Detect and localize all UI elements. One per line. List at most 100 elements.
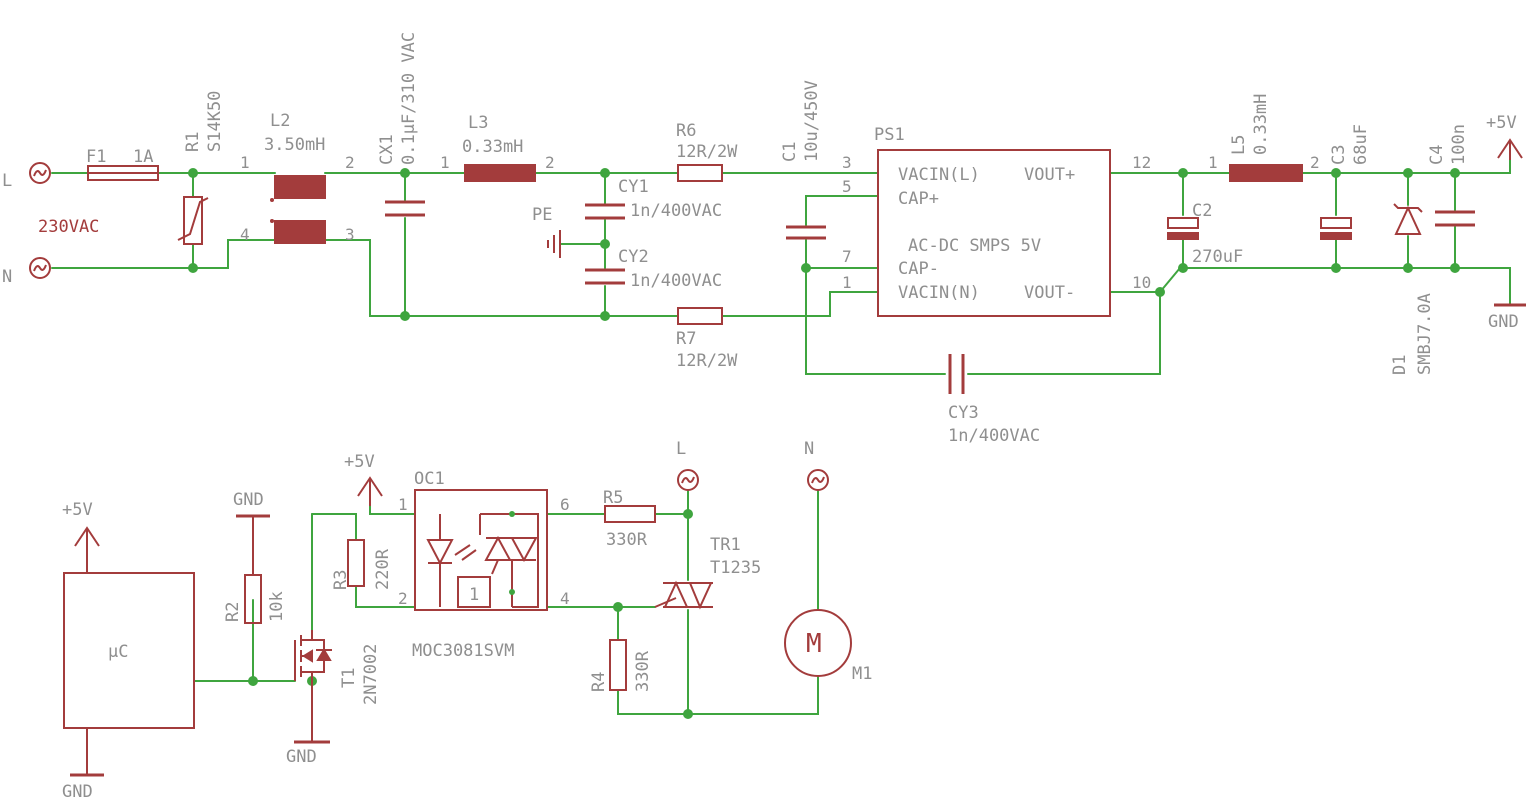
svg-text:1n/400VAC: 1n/400VAC (630, 271, 722, 291)
ac-output-l-connector: L (676, 439, 699, 491)
svg-text:12: 12 (1132, 153, 1151, 172)
tvs-diode-d1: D1 SMBJ7.0A (1390, 203, 1435, 375)
svg-text:TR1: TR1 (710, 535, 741, 555)
ac-input-n-connector: N (2, 257, 51, 287)
svg-text:L: L (676, 439, 686, 459)
svg-text:T1235: T1235 (710, 558, 761, 578)
svg-text:+5V: +5V (62, 500, 93, 520)
svg-text:1: 1 (469, 585, 479, 605)
supply-5v-oc: +5V (344, 452, 383, 506)
svg-text:D1: D1 (1390, 355, 1410, 375)
control-wires (194, 489, 819, 715)
fuse-f1: F1 1A (86, 147, 159, 181)
smps-module-ps1: PS1 VACIN(L) VOUT+ CAP+ AC-DC SMPS 5V CA… (842, 125, 1151, 317)
resistor-r3: R3 220R (331, 539, 393, 590)
svg-text:R6: R6 (676, 121, 696, 141)
svg-text:4: 4 (560, 589, 570, 608)
svg-text:L3: L3 (468, 113, 488, 133)
svg-text:1A: 1A (133, 147, 153, 167)
capacitor-cx1: CX1 0.1µF/310 VAC (377, 32, 425, 217)
svg-text:CX1: CX1 (377, 134, 397, 165)
svg-text:R1: R1 (183, 132, 203, 152)
svg-text:R3: R3 (331, 570, 351, 590)
svg-text:GND: GND (233, 490, 264, 510)
svg-text:R2: R2 (223, 602, 243, 622)
svg-text:R7: R7 (676, 329, 696, 349)
svg-text:3: 3 (345, 225, 355, 244)
svg-text:VOUT-: VOUT- (1024, 283, 1075, 303)
input-voltage-label: 230VAC (38, 217, 99, 237)
capacitor-c2: C2 270uF (1167, 201, 1243, 267)
ground-top: GND (1488, 303, 1526, 332)
svg-text:C2: C2 (1192, 201, 1212, 221)
supply-5v-top: +5V (1486, 113, 1523, 160)
power-supply-wires (51, 149, 1511, 375)
capacitor-c4: C4 100n (1427, 124, 1475, 227)
svg-text:CY1: CY1 (618, 177, 649, 197)
resistor-r2: R2 10k (223, 516, 287, 624)
svg-text:10u/450V: 10u/450V (802, 80, 822, 162)
svg-text:2N7002: 2N7002 (361, 644, 381, 705)
svg-text:CAP-: CAP- (898, 259, 939, 279)
svg-text:R4: R4 (589, 672, 609, 692)
svg-text:R5: R5 (603, 488, 623, 508)
capacitor-cy1: CY1 1n/400VAC (585, 177, 722, 221)
svg-text:M1: M1 (852, 664, 872, 684)
svg-text:C3: C3 (1329, 145, 1349, 165)
svg-text:SMBJ7.0A: SMBJ7.0A (1415, 293, 1435, 375)
resistor-r6: R6 12R/2W (676, 121, 738, 182)
svg-text:1n/400VAC: 1n/400VAC (630, 201, 722, 221)
svg-text:1: 1 (440, 153, 450, 172)
svg-text:S14K50: S14K50 (205, 91, 225, 152)
svg-text:CAP+: CAP+ (898, 189, 939, 209)
svg-text:C1: C1 (780, 142, 800, 162)
svg-text:3: 3 (842, 153, 852, 172)
svg-text:1: 1 (1208, 153, 1218, 172)
svg-text:3.50mH: 3.50mH (264, 135, 325, 155)
junction-dots (188, 168, 1460, 719)
svg-text:M: M (806, 629, 822, 659)
svg-text:VACIN(N): VACIN(N) (898, 283, 980, 303)
svg-text:T1: T1 (339, 668, 359, 688)
svg-text:0.33mH: 0.33mH (1251, 94, 1271, 155)
svg-text:6: 6 (560, 495, 570, 514)
svg-text:1n/400VAC: 1n/400VAC (948, 426, 1040, 446)
svg-text:10: 10 (1132, 273, 1151, 292)
svg-text:5: 5 (842, 177, 852, 196)
svg-text:N: N (804, 439, 814, 459)
resistor-r5: R5 330R (603, 488, 656, 550)
inductor-l5: L5 0.33mH 1 2 (1208, 94, 1320, 182)
common-mode-choke-l2: L2 3.50mH 1 2 3 4 (240, 111, 355, 244)
svg-text:F1: F1 (86, 147, 106, 167)
svg-text:+5V: +5V (1486, 113, 1517, 133)
microcontroller: µC GND (62, 572, 195, 802)
ac-input-l-connector: L (2, 162, 51, 191)
opto-triac-oc1: OC1 MOC3081SVM 1 2 6 4 1 (398, 469, 570, 661)
ac-output-n-connector: N (804, 439, 829, 491)
svg-text:PE: PE (532, 205, 552, 225)
svg-text:CY3: CY3 (948, 403, 979, 423)
svg-text:4: 4 (240, 225, 250, 244)
svg-text:220R: 220R (373, 548, 393, 590)
svg-text:330R: 330R (633, 650, 653, 692)
svg-text:C4: C4 (1427, 145, 1447, 165)
svg-text:L2: L2 (270, 111, 290, 131)
svg-text:GND: GND (62, 782, 93, 802)
mosfet-t1: GND T1 2N7002 (286, 630, 381, 767)
ground-r2: GND (233, 490, 270, 518)
svg-text:68uF: 68uF (1351, 124, 1371, 165)
capacitor-cy3: CY3 1n/400VAC (948, 354, 1040, 446)
protective-earth: PE (532, 205, 561, 258)
resistor-r4: R4 330R (589, 639, 653, 692)
capacitor-c3: C3 68uF (1320, 124, 1371, 240)
svg-text:2: 2 (398, 589, 408, 608)
svg-text:OC1: OC1 (414, 469, 445, 489)
svg-text:0.33mH: 0.33mH (462, 137, 523, 157)
svg-text:12R/2W: 12R/2W (676, 351, 738, 371)
svg-text:VACIN(L): VACIN(L) (898, 165, 980, 185)
svg-text:1: 1 (842, 273, 852, 292)
svg-text:CY2: CY2 (618, 247, 649, 267)
svg-text:2: 2 (545, 153, 555, 172)
svg-text:100n: 100n (1449, 124, 1469, 165)
